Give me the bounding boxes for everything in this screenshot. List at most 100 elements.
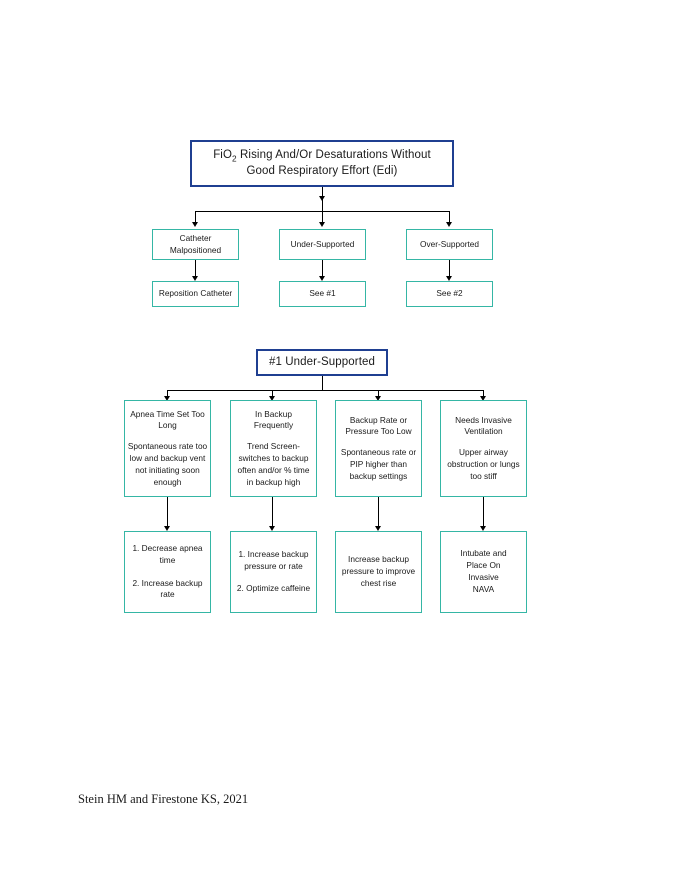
connector-drop-catheter	[195, 211, 196, 224]
node-action-apnea-step1-line2: time	[159, 554, 176, 565]
node-action-rate-low-line2: pressure to improve	[341, 566, 416, 577]
node-rate-low-heading-line1: Backup Rate or	[349, 414, 408, 425]
node-invasive-body: Upper airway obstruction or lungs too st…	[447, 447, 519, 482]
connector-under-to-action-arrow	[318, 276, 325, 281]
connector-invasive-to-action	[483, 497, 484, 528]
node-invasive-heading: Needs Invasive Ventilation	[455, 415, 512, 439]
connector-drop-catheter-arrow	[191, 222, 198, 227]
node-action-invasive-text: Intubate and Place On Invasive NAVA	[460, 548, 506, 595]
node-action-rate-low-line1: Increase backup	[348, 554, 409, 565]
node-reposition-catheter-label: Reposition Catheter	[158, 288, 233, 299]
node-reposition-catheter: Reposition Catheter	[152, 281, 239, 307]
node-action-invasive-line2: Place On	[466, 560, 501, 571]
node-backup-freq-body: Trend Screen- switches to backup often a…	[238, 441, 310, 488]
connector-backup-freq-to-action	[272, 497, 273, 528]
node-under-supported: Under-Supported	[279, 229, 366, 260]
node-over-supported: Over-Supported	[406, 229, 493, 260]
node-in-backup-frequently: In Backup Frequently Trend Screen- switc…	[230, 400, 317, 497]
node-over-supported-label: Over-Supported	[419, 238, 480, 249]
connector-drop-under	[322, 211, 323, 224]
connector-chart2-bus	[167, 390, 483, 391]
node-action-backup-freq-step1: 1. Increase backup pressure or rate	[238, 549, 308, 573]
node-rate-low-body-line1: Spontaneous rate or	[340, 447, 417, 458]
node-backup-rate-or-pressure-too-low: Backup Rate or Pressure Too Low Spontane…	[335, 400, 422, 497]
citation-text: Stein HM and Firestone KS, 2021	[78, 792, 249, 806]
connector-over-to-action-arrow	[445, 276, 452, 281]
node-rate-low-heading: Backup Rate or Pressure Too Low	[345, 415, 411, 439]
node-action-backup-freq-step1-line2: pressure or rate	[244, 560, 303, 571]
node-backup-freq-heading-line2: Frequently	[253, 420, 294, 431]
fio2-subscript: 2	[232, 154, 237, 163]
connector-drop-rate-low-arrow	[374, 396, 381, 401]
connector-backup-freq-to-action-arrow	[268, 526, 275, 531]
connector-apnea-to-action-arrow	[163, 526, 170, 531]
connector-catheter-to-action	[195, 260, 196, 278]
node-under-supported-label: Under-Supported	[290, 238, 355, 249]
node-action-apnea-step2: 2. Increase backup rate	[132, 578, 202, 602]
connector-under-to-action	[322, 260, 323, 278]
node-apnea-body: Spontaneous rate too low and backup vent…	[128, 441, 207, 488]
node-action-backup-freq-step1-line1: 1. Increase backup	[238, 548, 309, 559]
node-catheter-malpositioned-line2: Malpositioned	[169, 244, 222, 255]
connector-apnea-to-action	[167, 497, 168, 528]
node-apnea-body-line1: Spontaneous rate too	[127, 441, 208, 452]
node-action-invasive-line4: NAVA	[472, 583, 495, 594]
node-action-apnea-step2-line2: rate	[160, 589, 175, 600]
chart1-title-box: FiO2 Rising And/Or Desaturations Without…	[190, 140, 454, 187]
node-action-rate-low-line3: chest rise	[360, 577, 397, 588]
chart1-title-line1: FiO2 Rising And/Or Desaturations Without	[213, 148, 431, 164]
connector-title-stub-arrow	[318, 196, 325, 201]
node-invasive-body-line2: obstruction or lungs	[447, 458, 520, 469]
node-apnea-body-line4: enough	[153, 476, 182, 487]
node-action-backup-freq-step2: 2. Optimize caffeine	[237, 583, 310, 595]
connector-drop-apnea-arrow	[163, 396, 170, 401]
connector-drop-invasive-arrow	[479, 396, 486, 401]
node-rate-low-body: Spontaneous rate or PIP higher than back…	[341, 447, 416, 482]
node-action-invasive-line1: Intubate and	[460, 548, 507, 559]
node-backup-freq-heading-line1: In Backup	[255, 408, 292, 419]
node-catheter-malpositioned-line1: Catheter	[179, 232, 212, 243]
node-apnea-heading-line1: Apnea Time Set Too	[130, 408, 205, 419]
node-backup-freq-body-line3: often and/or % time	[237, 464, 310, 475]
node-catheter-malpositioned: Catheter Malpositioned	[152, 229, 239, 260]
connector-chart2-stem	[322, 376, 323, 390]
node-invasive-heading-line2: Ventilation	[464, 426, 503, 437]
node-action-rate-low-text: Increase backup pressure to improve ches…	[342, 554, 415, 589]
node-rate-low-heading-line2: Pressure Too Low	[345, 426, 412, 437]
connector-drop-apnea	[167, 390, 168, 398]
connector-rate-low-to-action	[378, 497, 379, 528]
node-action-backup-freq-step2-line1: 2. Optimize caffeine	[236, 583, 311, 594]
node-see-1-label: See #1	[309, 288, 336, 299]
chart2-title-box: #1 Under-Supported	[256, 349, 388, 376]
node-rate-low-body-line3: backup settings	[349, 470, 408, 481]
node-invasive-body-line3: too stiff	[470, 470, 497, 481]
connector-drop-rate-low	[378, 390, 379, 398]
node-action-apnea-step1: 1. Decrease apnea time	[132, 543, 202, 567]
node-needs-invasive-ventilation: Needs Invasive Ventilation Upper airway …	[440, 400, 527, 497]
connector-drop-invasive	[483, 390, 484, 398]
connector-drop-backup-freq	[272, 390, 273, 398]
connector-drop-over	[449, 211, 450, 224]
chart1-title-line2: Good Respiratory Effort (Edi)	[246, 165, 398, 177]
node-apnea-body-line2: low and backup vent	[129, 453, 206, 463]
connector-drop-under-arrow	[318, 222, 325, 227]
node-rate-low-body-line2: PIP higher than	[349, 458, 408, 469]
node-backup-freq-body-line4: in backup high	[246, 476, 301, 487]
node-apnea-body-line3: not initiating soon	[135, 464, 200, 475]
connector-catheter-to-action-arrow	[191, 276, 198, 281]
node-action-apnea-step2-line1: 2. Increase backup	[132, 577, 203, 588]
node-invasive-body-line1: Upper airway	[459, 447, 508, 458]
chart2-title-label: #1 Under-Supported	[268, 355, 375, 368]
node-see-2-label: See #2	[436, 288, 463, 299]
connector-over-to-action	[449, 260, 450, 278]
connector-drop-over-arrow	[445, 222, 452, 227]
node-invasive-heading-line1: Needs Invasive	[455, 414, 512, 425]
connector-invasive-to-action-arrow	[479, 526, 486, 531]
node-action-apnea-step1-line1: 1. Decrease apnea	[132, 542, 203, 553]
connector-title-stub	[322, 187, 323, 200]
node-action-intubate-invasive-nava: Intubate and Place On Invasive NAVA	[440, 531, 527, 613]
node-action-decrease-apnea-time: 1. Decrease apnea time 2. Increase backu…	[124, 531, 211, 613]
node-see-1: See #1	[279, 281, 366, 307]
node-apnea-heading: Apnea Time Set Too Long	[130, 409, 205, 433]
